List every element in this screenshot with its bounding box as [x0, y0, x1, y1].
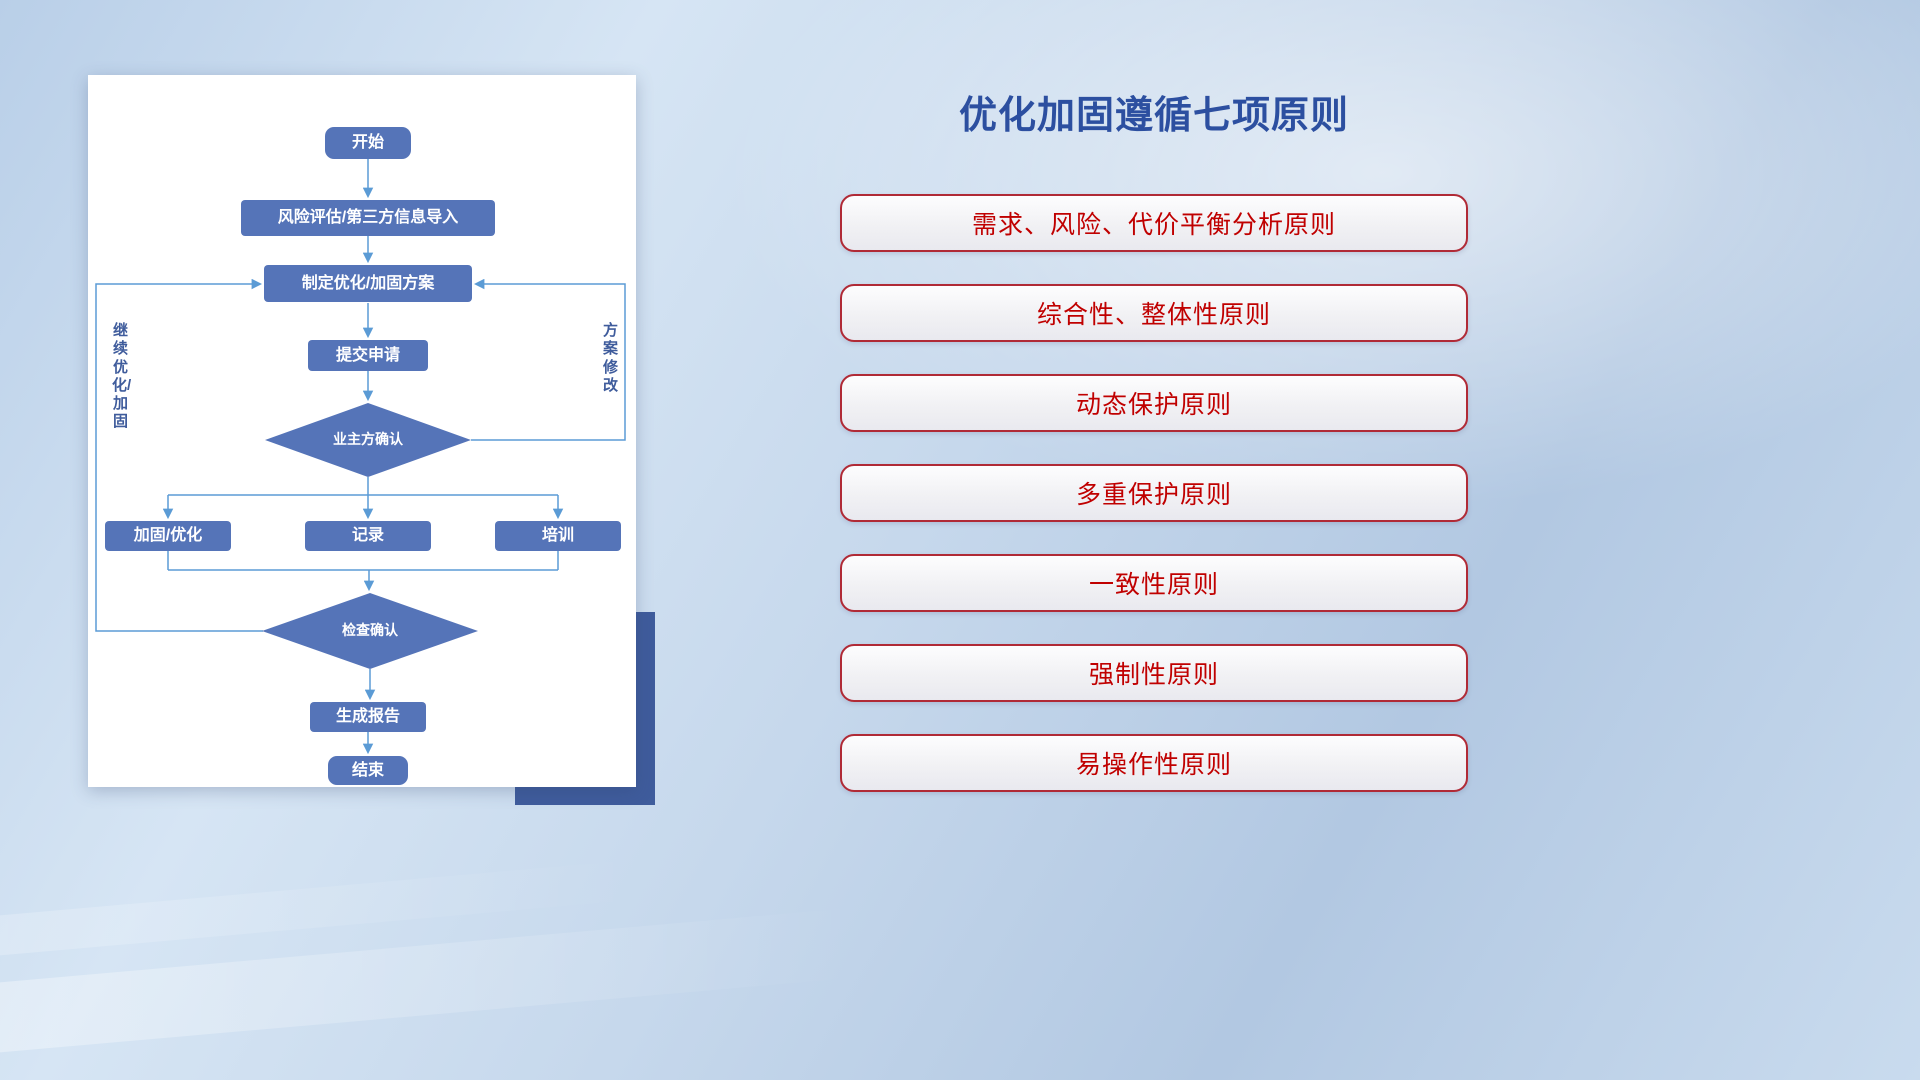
loop-label-continue-optimize: 继续优化/加固	[112, 322, 132, 431]
principle-pill-2: 综合性、整体性原则	[840, 284, 1468, 342]
principle-pill-3: 动态保护原则	[840, 374, 1468, 432]
flow-node-risk-import: 风险评估/第三方信息导入	[241, 200, 495, 236]
background-streak	[0, 907, 860, 1063]
page-title: 优化加固遵循七项原则	[958, 95, 1349, 137]
flowchart-card: 开始 风险评估/第三方信息导入 制定优化/加固方案 提交申请 业主方确认 加固/…	[88, 75, 636, 787]
principles-panel: 优化加固遵循七项原则 需求、风险、代价平衡分析原则 综合性、整体性原则 动态保护…	[840, 92, 1468, 824]
principle-pill-1: 需求、风险、代价平衡分析原则	[840, 194, 1468, 252]
principle-label: 易操作性原则	[1075, 751, 1232, 779]
principle-label: 强制性原则	[1088, 661, 1219, 689]
flow-node-record: 记录	[305, 521, 431, 551]
principle-label: 多重保护原则	[1075, 481, 1232, 509]
principle-pill-6: 强制性原则	[840, 644, 1468, 702]
principle-label: 一致性原则	[1088, 571, 1219, 599]
flow-decision-owner-confirm: 业主方确认	[265, 403, 471, 477]
principle-label: 需求、风险、代价平衡分析原则	[971, 211, 1336, 239]
principle-pill-4: 多重保护原则	[840, 464, 1468, 522]
flow-node-training: 培训	[495, 521, 621, 551]
loop-label-plan-revise: 方案修改	[602, 322, 618, 394]
flow-node-generate-report: 生成报告	[310, 702, 426, 732]
flow-node-harden-optimize: 加固/优化	[105, 521, 231, 551]
flow-decision-check-confirm: 检查确认	[262, 593, 478, 669]
flow-node-make-plan: 制定优化/加固方案	[264, 265, 472, 302]
flow-node-end: 结束	[328, 756, 408, 785]
principle-label: 动态保护原则	[1075, 391, 1232, 419]
principle-label: 综合性、整体性原则	[1036, 301, 1271, 329]
principle-pill-5: 一致性原则	[840, 554, 1468, 612]
flow-node-submit: 提交申请	[308, 340, 428, 371]
background-streak	[0, 859, 640, 961]
flow-node-start: 开始	[325, 127, 411, 159]
principle-pill-7: 易操作性原则	[840, 734, 1468, 792]
